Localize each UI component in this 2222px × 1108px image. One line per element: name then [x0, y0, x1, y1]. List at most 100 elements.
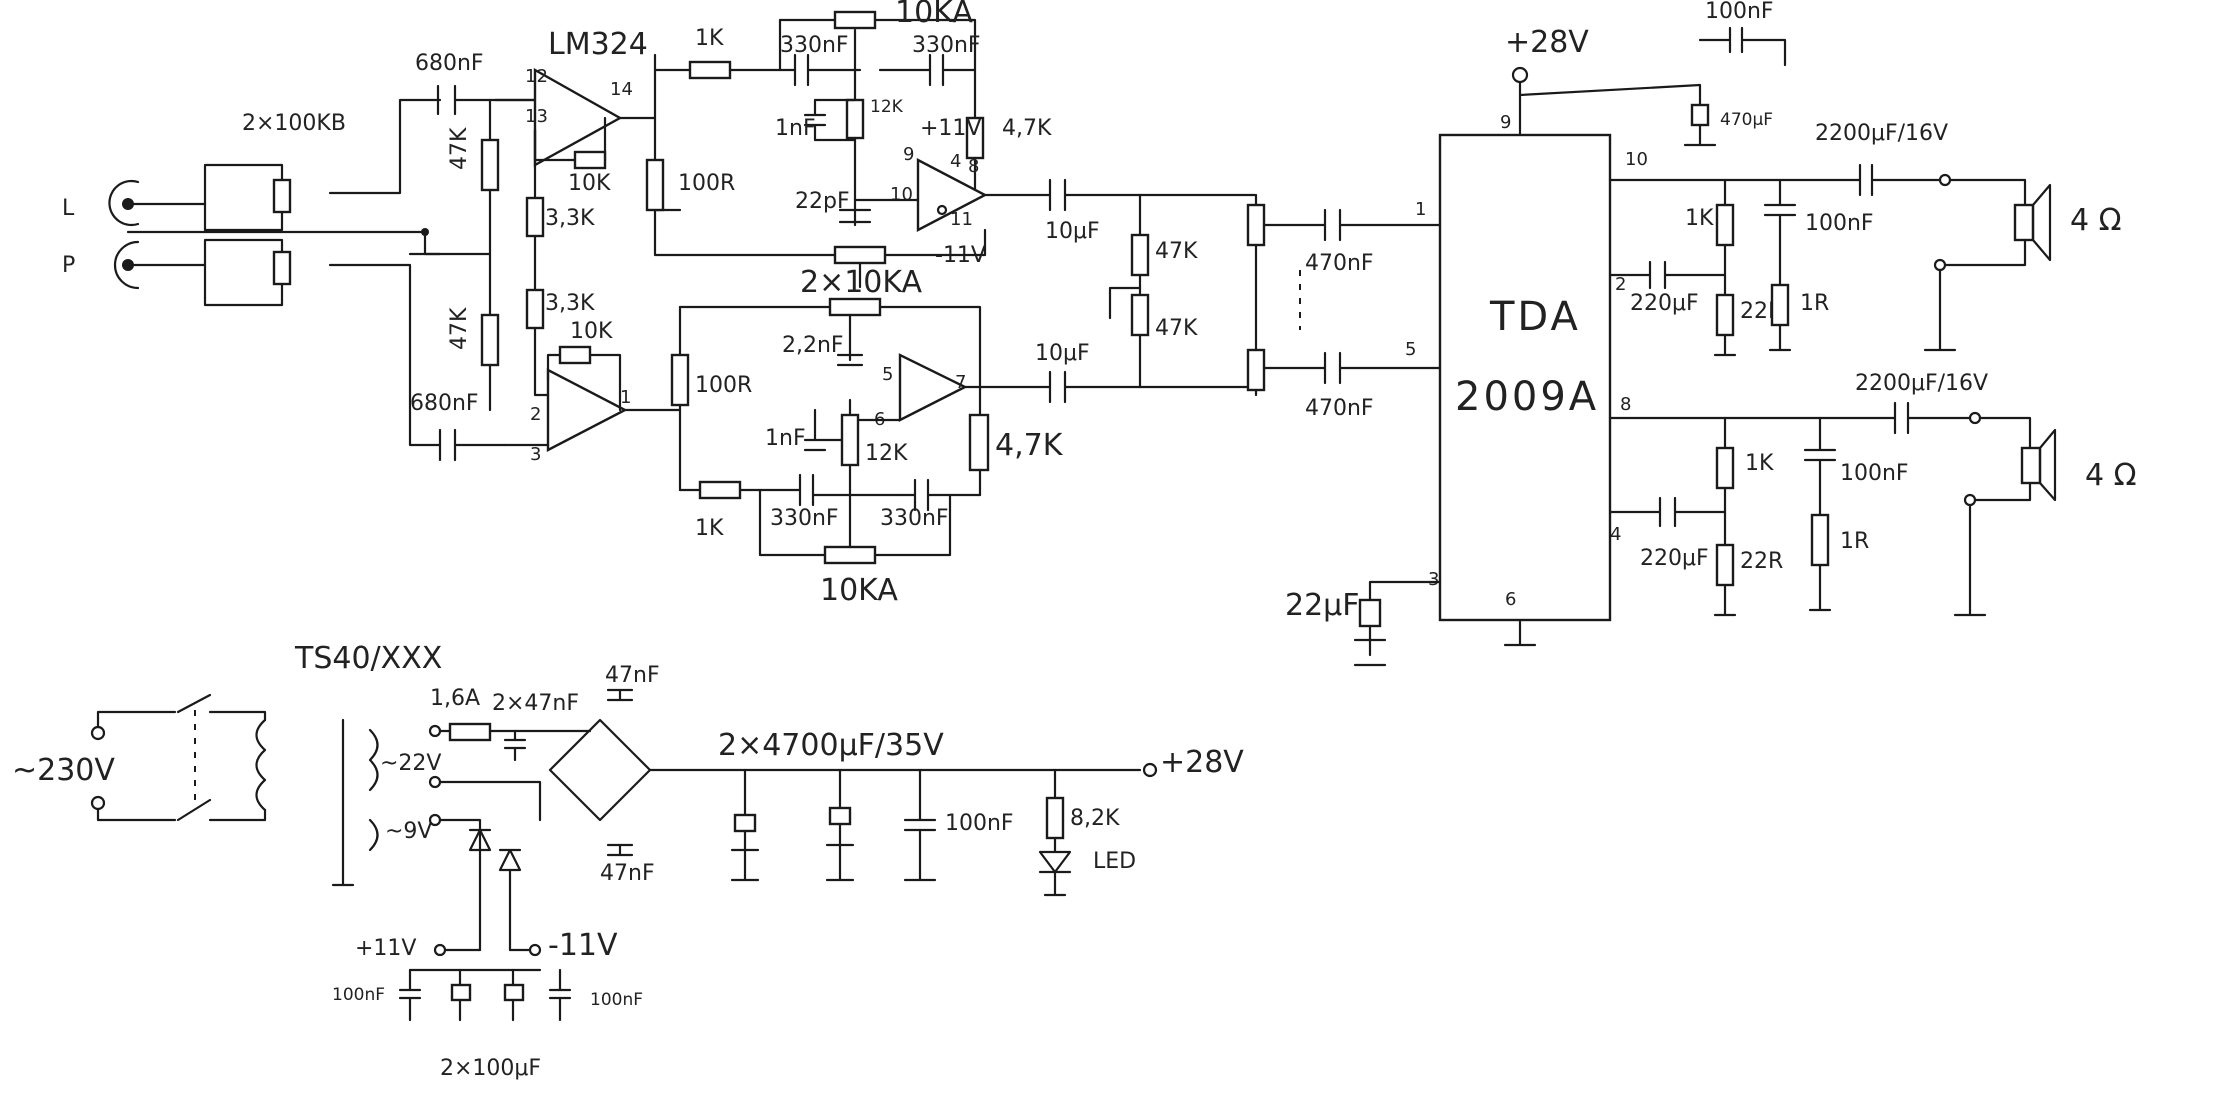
secondary-hi-label: ~22V — [380, 751, 441, 776]
pot-bass-dual-top — [833, 245, 887, 265]
chip-pin-9: 9 — [1500, 112, 1511, 133]
cap-330-d-label: 330nF — [880, 506, 949, 531]
chip-pin-5: 5 — [1405, 339, 1416, 360]
led-resistor — [1045, 796, 1065, 840]
series-resistor-bottom — [698, 480, 742, 500]
zobel-res-bottom — [1810, 513, 1830, 567]
chip-label-line2: 2009A — [1455, 374, 1599, 420]
pot-bass-dual-label: 2×10KA — [800, 265, 923, 300]
speaker-top-label: 4 Ω — [2070, 203, 2122, 238]
zobel-cap-top-label: 100nF — [1805, 211, 1874, 236]
resistor-100r-bottom — [670, 353, 690, 407]
supply-cap-label: 100nF — [1705, 0, 1774, 24]
tone-top-pin-11: 11 — [950, 209, 973, 230]
bias-47k-bottom-label: 47K — [1155, 316, 1198, 341]
preamp-feedback-bottom-label: 10K — [570, 319, 613, 344]
cap-out-top-label: 10μF — [1045, 219, 1100, 244]
cap-330-c-label: 330nF — [770, 506, 839, 531]
resistor-100r-top — [645, 158, 665, 212]
channel-right-label: P — [62, 253, 75, 278]
divider-bottom-label: 3,3K — [545, 291, 595, 316]
split-elyt-label: 2×100μF — [440, 1056, 541, 1081]
coupling-pot-bottom — [1246, 348, 1266, 392]
tone-top-pin-9: 9 — [903, 144, 914, 165]
split-elyt-right — [503, 983, 525, 1002]
resistor-47k-bottom — [968, 413, 990, 472]
power-supply-section: TS40/XXX ~230V ~22V ~9V 1,6A 2×47nF 47nF… — [12, 641, 1244, 1081]
bias-resistor-bottom-label: 47K — [447, 307, 472, 350]
zobel-res-top — [1770, 283, 1790, 327]
pot-treble-bottom-label: 10KA — [820, 573, 898, 608]
led-resistor-label: 8,2K — [1070, 806, 1120, 831]
tone-bottom-pin-7: 7 — [955, 372, 966, 393]
supply-elyt-label: 470μF — [1720, 110, 1773, 130]
opamp-label: LM324 — [548, 27, 648, 62]
split-elyt-left — [450, 983, 472, 1002]
coupling-cap-left-label: 680nF — [415, 51, 484, 76]
power-amp-section: TDA 2009A 9 10 1 2 5 8 4 3 6 +28V 100nF … — [1285, 0, 2137, 667]
preamp-feedback-bottom — [558, 345, 592, 365]
opamp-top-pin-14: 14 — [610, 79, 633, 100]
bias-47k-top — [1130, 233, 1150, 277]
cap-22p-bottom-label: 2,2nF — [782, 333, 844, 358]
chip-pin-4: 4 — [1610, 524, 1621, 545]
zobel-cap-bottom-label: 100nF — [1840, 461, 1909, 486]
preamp-feedback-top-label: 10K — [568, 171, 611, 196]
fb-res-1k-top-label: 1K — [1685, 206, 1714, 231]
cap-1n-top-label: 1nF — [775, 116, 816, 141]
resistor-47k-bottom-label: 4,7K — [995, 428, 1064, 463]
split-cap-left-label: 100nF — [332, 985, 385, 1005]
chip-pin-1: 1 — [1415, 199, 1426, 220]
transformer-label: TS40/XXX — [294, 641, 442, 676]
fb-res-1k-bottom-label: 1K — [1745, 451, 1774, 476]
filter-cap-small-label: 100nF — [945, 811, 1014, 836]
fb-cap-bottom-label: 220μF — [1640, 546, 1709, 571]
opamp-top-pin-13: 13 — [525, 106, 548, 127]
resistor-12k-bottom-label: 12K — [865, 441, 908, 466]
pot-treble-top — [833, 10, 877, 30]
split-neg-label: -11V — [548, 928, 618, 963]
channel-left-label: L — [62, 196, 75, 221]
bridge-cap-top-label: 47nF — [605, 663, 660, 688]
resistor-100r-bottom-label: 100R — [695, 373, 752, 398]
fuse-label: 1,6A — [430, 686, 480, 711]
bias-47k-top-label: 47K — [1155, 239, 1198, 264]
preamp-section: LM324 12 13 14 10K 47K 3,3K 3,3K 47K 2 3… — [423, 27, 682, 465]
chip-pin-2: 2 — [1615, 274, 1626, 295]
bridge-caps-label: 2×47nF — [492, 691, 579, 716]
input-section: L P 2×100KB 680nF 680nF — [62, 51, 547, 462]
tone-top-pin-10: 10 — [890, 184, 913, 205]
cap-330-a-label: 330nF — [780, 33, 849, 58]
tone-bottom-pin-5: 5 — [882, 364, 893, 385]
series-resistor-top — [688, 60, 732, 80]
preamp-feedback-top — [573, 150, 607, 170]
opamp-bottom-pin-3: 3 — [530, 444, 541, 465]
cap-330-b-label: 330nF — [912, 33, 981, 58]
divider-top-label: 3,3K — [545, 206, 595, 231]
secondary-lo-label: ~9V — [385, 819, 432, 844]
bias-resistor-top — [480, 138, 500, 192]
fb-res-22r-top — [1715, 293, 1735, 337]
tda2009a-chip — [1438, 133, 1612, 622]
series-resistor-bottom-label: 1K — [695, 516, 724, 541]
volume-pot-right — [272, 250, 292, 286]
supply-elyt — [1690, 103, 1710, 127]
fb-res-1k-bottom — [1715, 446, 1735, 490]
opamp-tone-top — [916, 158, 988, 232]
chip-pin-8: 8 — [1620, 394, 1631, 415]
cap-470n-bottom-label: 470nF — [1305, 396, 1374, 421]
filter-elyt-a — [733, 813, 757, 833]
speaker-top-box — [2013, 203, 2035, 242]
tone-top-pin-4: 4 — [950, 151, 961, 172]
chip-label-line1: TDA — [1489, 294, 1581, 340]
mains-label: ~230V — [12, 753, 115, 788]
zobel-res-top-label: 1R — [1800, 291, 1829, 316]
fb-cap-top-label: 220μF — [1630, 291, 1699, 316]
chip-pin-3: 3 — [1428, 569, 1439, 590]
tone-control-section: 1K 10KA 330nF 330nF 12K 1nF 4,7K +11V -1… — [645, 0, 1064, 608]
bias-resistor-bottom — [480, 313, 500, 367]
resistor-12k-top-label: 12K — [870, 97, 904, 117]
opamp-tone-bottom — [898, 353, 968, 422]
pot-bass-dual-bottom — [828, 297, 882, 317]
